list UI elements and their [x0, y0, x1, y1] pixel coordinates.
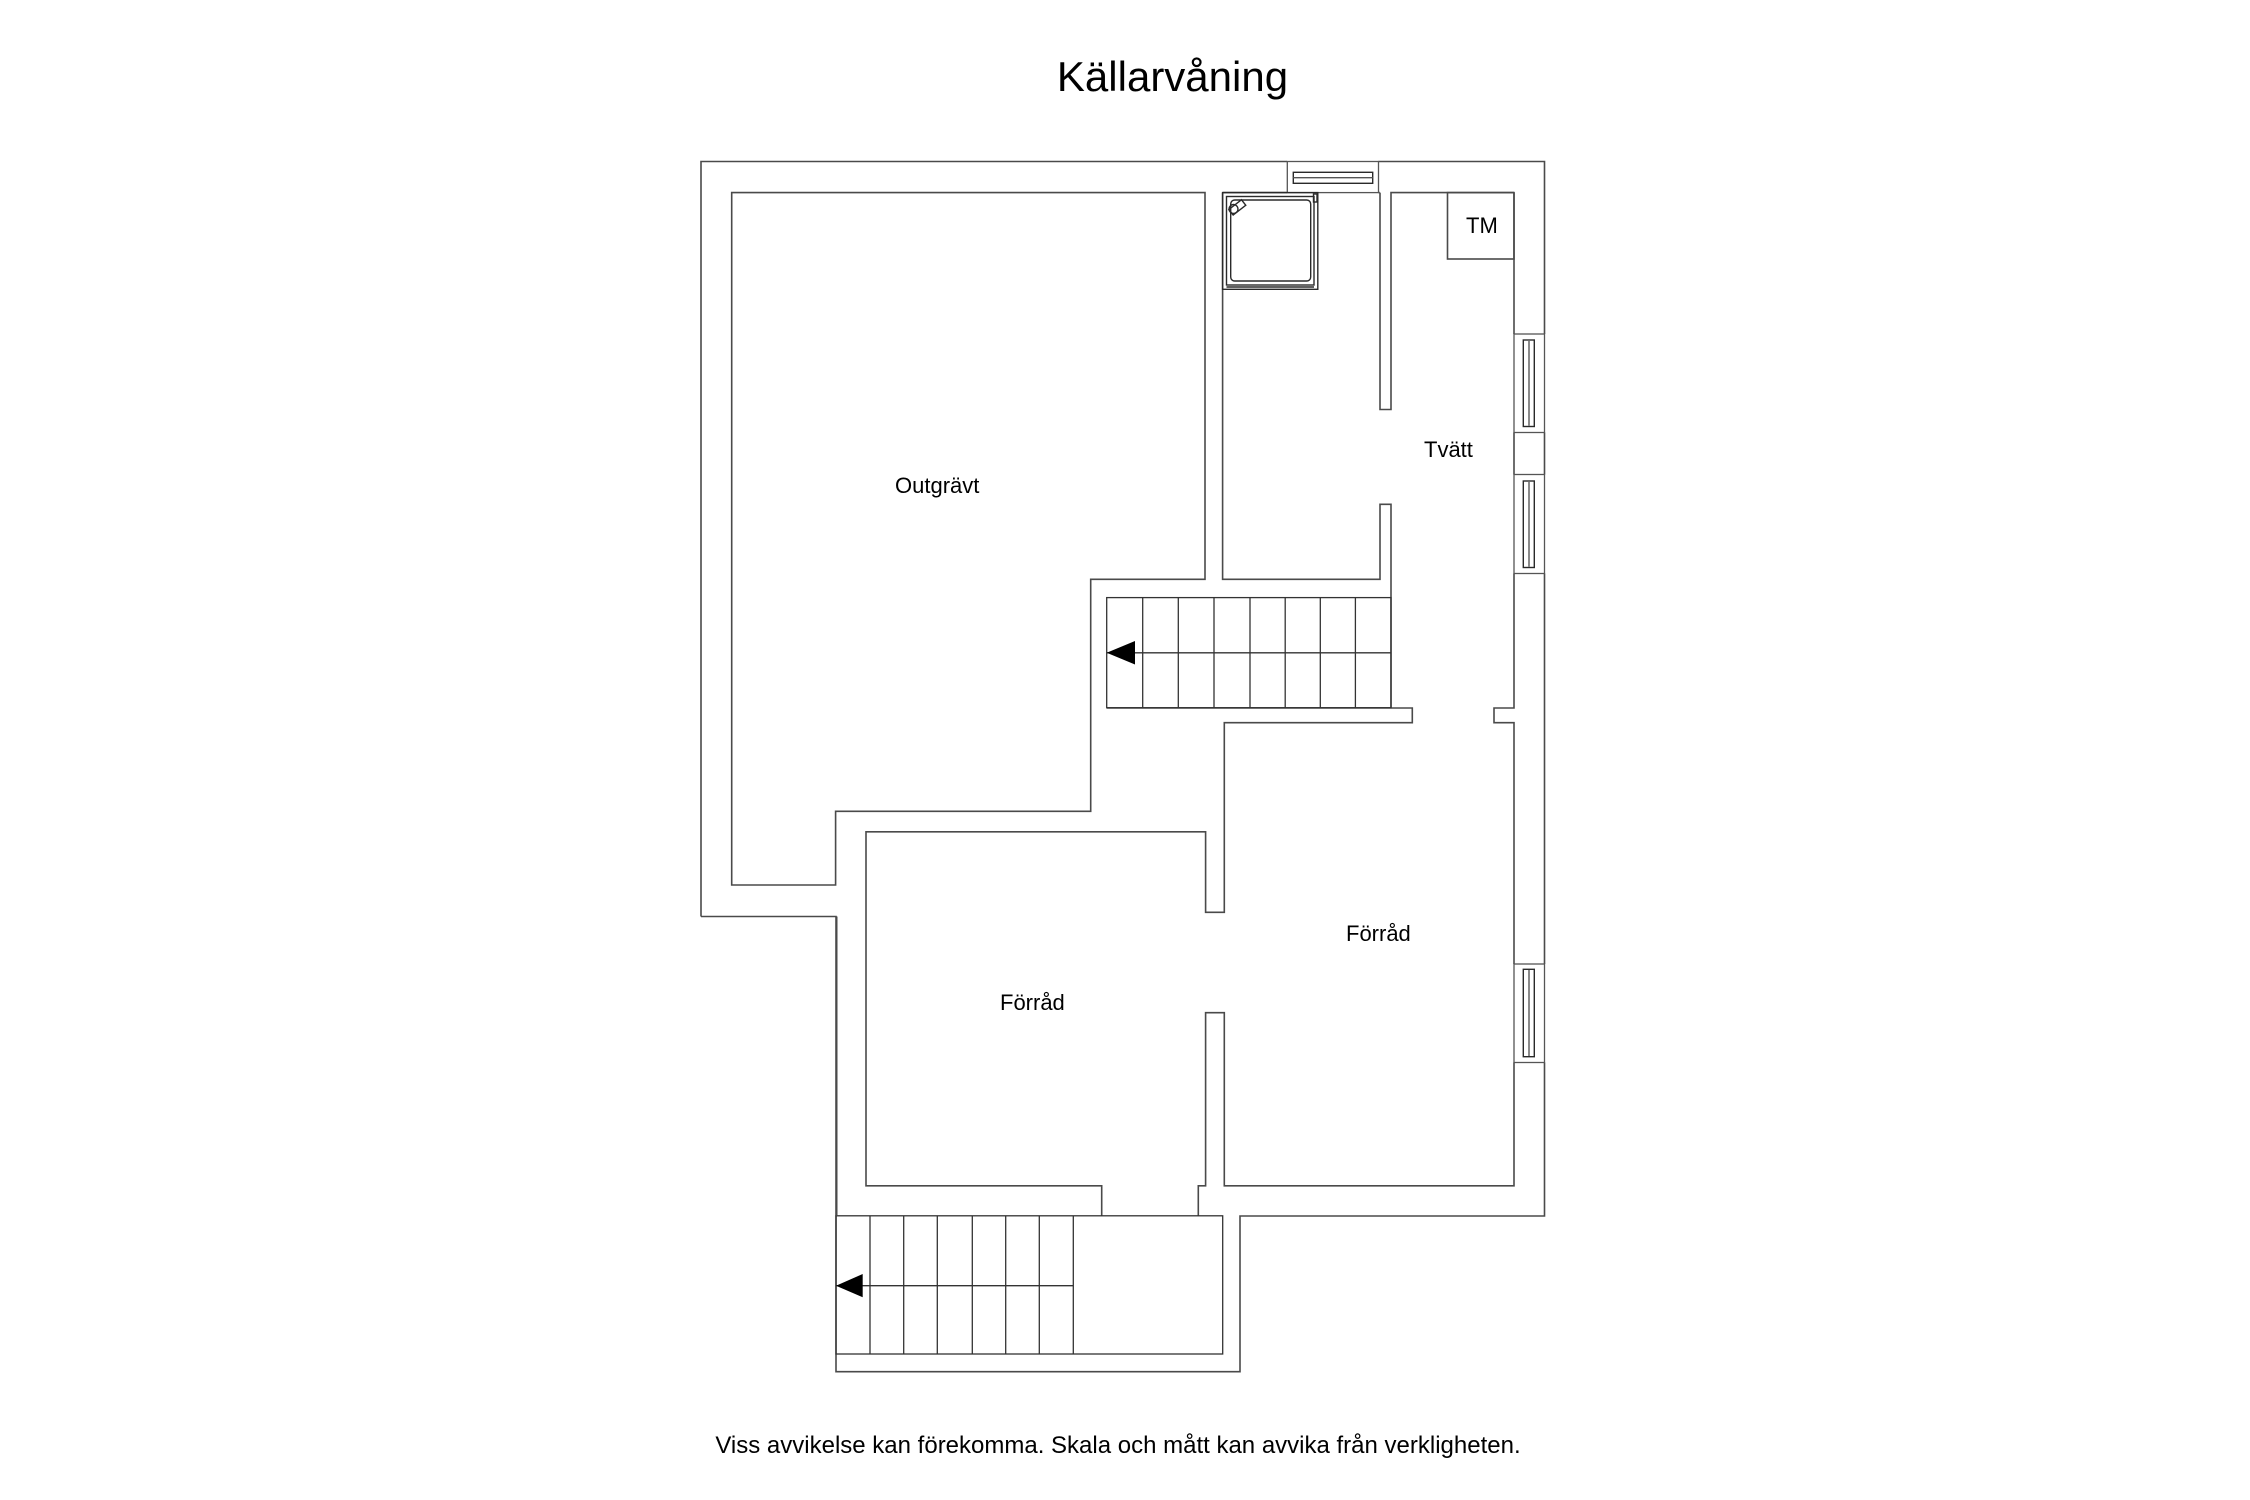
- stair-direction-arrow-icon: [836, 1274, 863, 1298]
- stairs-lower: [835, 1215, 1224, 1355]
- stair-ledge-wall: [865, 707, 1414, 1216]
- window-top: [1286, 160, 1380, 194]
- window-right-2: [1513, 473, 1546, 575]
- disclaimer-note: Viss avvikelse kan förekomma. Skala och …: [715, 1432, 1521, 1459]
- room-label-forrad-left: Förråd: [1000, 990, 1065, 1015]
- floor-title: Källarvåning: [1056, 53, 1289, 100]
- window-right-1: [1513, 333, 1546, 434]
- room-label-outgravt: Outgrävt: [895, 473, 980, 498]
- window-right-3: [1513, 963, 1546, 1064]
- room-label-forrad-right: Förråd: [1346, 921, 1411, 946]
- stair-direction-arrow-icon: [1106, 641, 1135, 665]
- room-label-tvatt: Tvätt: [1424, 437, 1473, 462]
- outgravt-room-outline: [730, 191, 1206, 886]
- tm-box: [1446, 191, 1515, 260]
- stairs-upper: [1106, 596, 1392, 709]
- outer-wall: [700, 160, 1546, 1373]
- fixture-label-tm: TM: [1466, 213, 1498, 238]
- shower-icon: [1221, 191, 1319, 291]
